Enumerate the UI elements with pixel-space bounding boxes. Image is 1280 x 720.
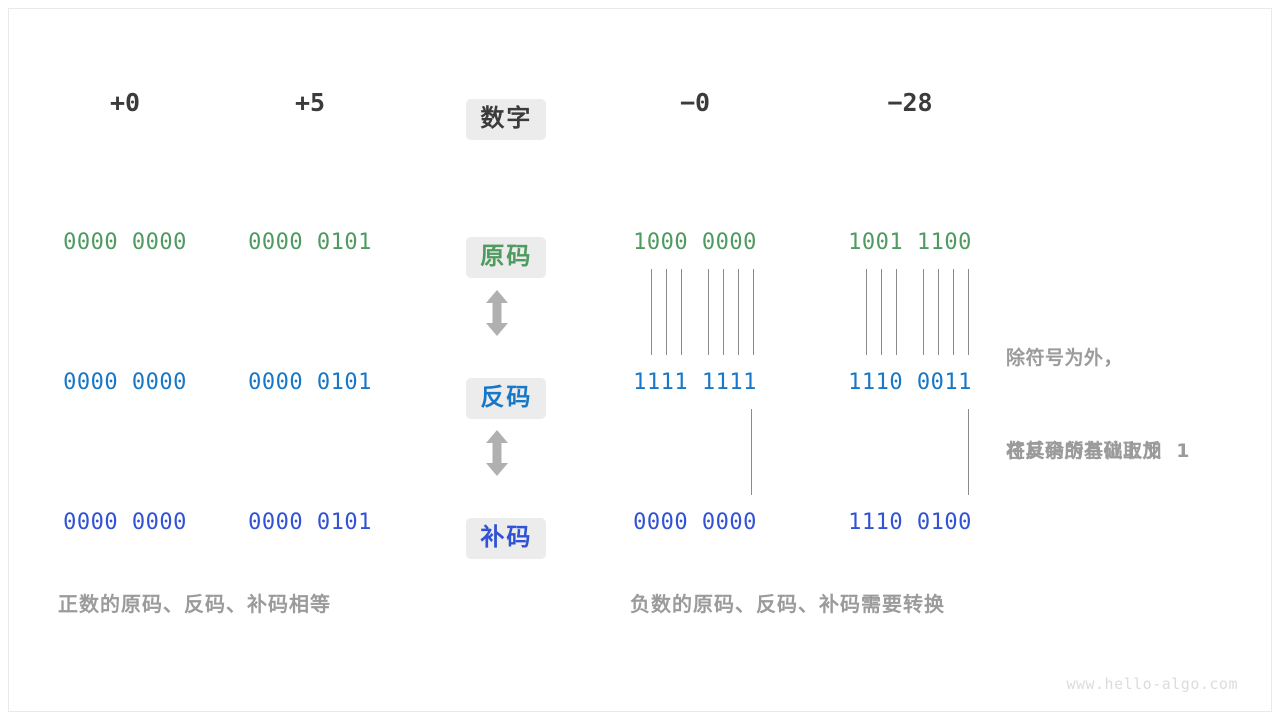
bitflip-tick (681, 269, 682, 355)
ones-complement-plus-five: 0000 0101 (248, 370, 372, 395)
bitflip-tick (938, 269, 939, 355)
ones-complement-minus-zero: 1111 1111 (633, 370, 757, 395)
twos-complement-minus-zero: 0000 0000 (633, 510, 757, 535)
ones-complement-plus-zero: 0000 0000 (63, 370, 187, 395)
bitflip-tick (896, 269, 897, 355)
row-label-number-chip: 数字 (466, 99, 547, 141)
caption-positive-numbers: 正数的原码、反码、补码相等 (58, 592, 331, 616)
twos-complement-plus-zero: 0000 0000 (63, 510, 187, 535)
bitflip-tick (738, 269, 739, 355)
sign-magnitude-minus-twentyeight: 1001 1100 (848, 230, 972, 255)
note-invert-bits: 除符号为外， 将其余所有位取反 (1006, 281, 1162, 529)
note-add-one: 在反码的基础上加 1 (1006, 440, 1190, 462)
header-value-minus-twentyeight: −28 (887, 88, 933, 117)
row-label-sign-magnitude-chip: 原码 (466, 237, 547, 279)
plus-one-connector-minus-twentyeight (968, 409, 969, 495)
bitflip-tick (666, 269, 667, 355)
twos-complement-plus-five: 0000 0101 (248, 510, 372, 535)
arrow-sign-magnitude-to-ones-complement (484, 290, 510, 336)
bitflip-tick (723, 269, 724, 355)
sign-magnitude-plus-five: 0000 0101 (248, 230, 372, 255)
bitflip-tick (651, 269, 652, 355)
bitflip-tick (708, 269, 709, 355)
arrow-ones-complement-to-twos-complement (484, 430, 510, 476)
note-invert-bits-line1: 除符号为外， (1006, 347, 1124, 369)
header-value-plus-zero: +0 (109, 88, 141, 117)
watermark: www.hello-algo.com (1066, 675, 1238, 693)
bitflip-tick (753, 269, 754, 355)
ones-complement-minus-twentyeight: 1110 0011 (848, 370, 972, 395)
row-label-twos-complement-chip: 补码 (466, 518, 547, 560)
bitflip-tick (866, 269, 867, 355)
twos-complement-minus-twentyeight: 1110 0100 (848, 510, 972, 535)
row-label-twos-complement: 补码 (420, 500, 575, 577)
row-label-sign-magnitude: 原码 (420, 219, 575, 296)
plus-one-connector-minus-zero (751, 409, 752, 495)
caption-negative-numbers: 负数的原码、反码、补码需要转换 (630, 592, 945, 616)
header-value-plus-five: +5 (294, 88, 326, 117)
row-label-number: 数字 (420, 81, 575, 158)
sign-magnitude-plus-zero: 0000 0000 (63, 230, 187, 255)
note-invert-bits-line2: 将其余所有位取反 (1006, 440, 1163, 462)
bitflip-tick (881, 269, 882, 355)
sign-magnitude-minus-zero: 1000 0000 (633, 230, 757, 255)
bitflip-tick (953, 269, 954, 355)
bitflip-tick (923, 269, 924, 355)
header-value-minus-zero: −0 (679, 88, 711, 117)
bitflip-tick (968, 269, 969, 355)
row-label-ones-complement: 反码 (420, 360, 575, 437)
row-label-ones-complement-chip: 反码 (466, 378, 547, 420)
